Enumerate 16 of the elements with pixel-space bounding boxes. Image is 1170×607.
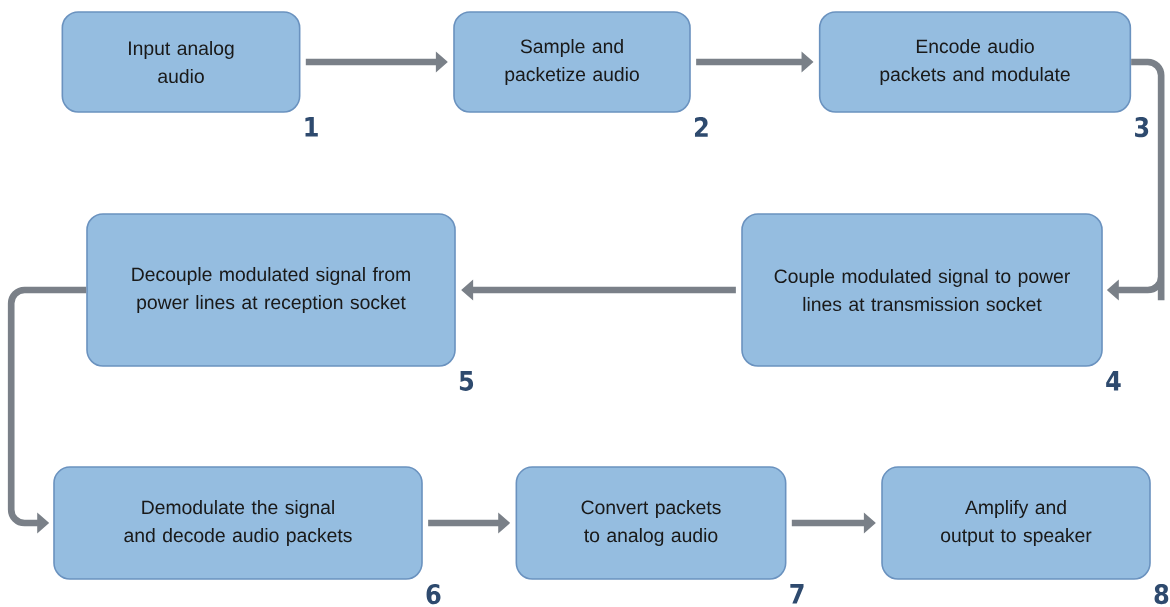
step-number: 4 [1106, 371, 1121, 391]
process-box: Encode audio packets and modulate [818, 11, 1132, 113]
step-number: 3 [1135, 117, 1149, 138]
process-box: Input analog audio [61, 11, 301, 113]
process-box: Sample and packetize audio [453, 11, 691, 113]
step-number: 6 [426, 584, 441, 605]
process-box: Decouple modulated signal from power lines at reception socket [86, 213, 456, 367]
step-number: 5 [459, 371, 474, 391]
step-number: 8 [1154, 584, 1169, 605]
process-box: Amplify and output to speaker [881, 466, 1151, 580]
process-box: Couple modulated signal to power lines at transmission socket [741, 213, 1103, 367]
process-box: Demodulate the signal and decode audio packets [53, 466, 423, 580]
step-number: 2 [695, 117, 708, 137]
step-number: 1 [305, 117, 318, 137]
step-number: 7 [790, 584, 804, 604]
process-box: Convert packets to analog audio [515, 466, 787, 580]
